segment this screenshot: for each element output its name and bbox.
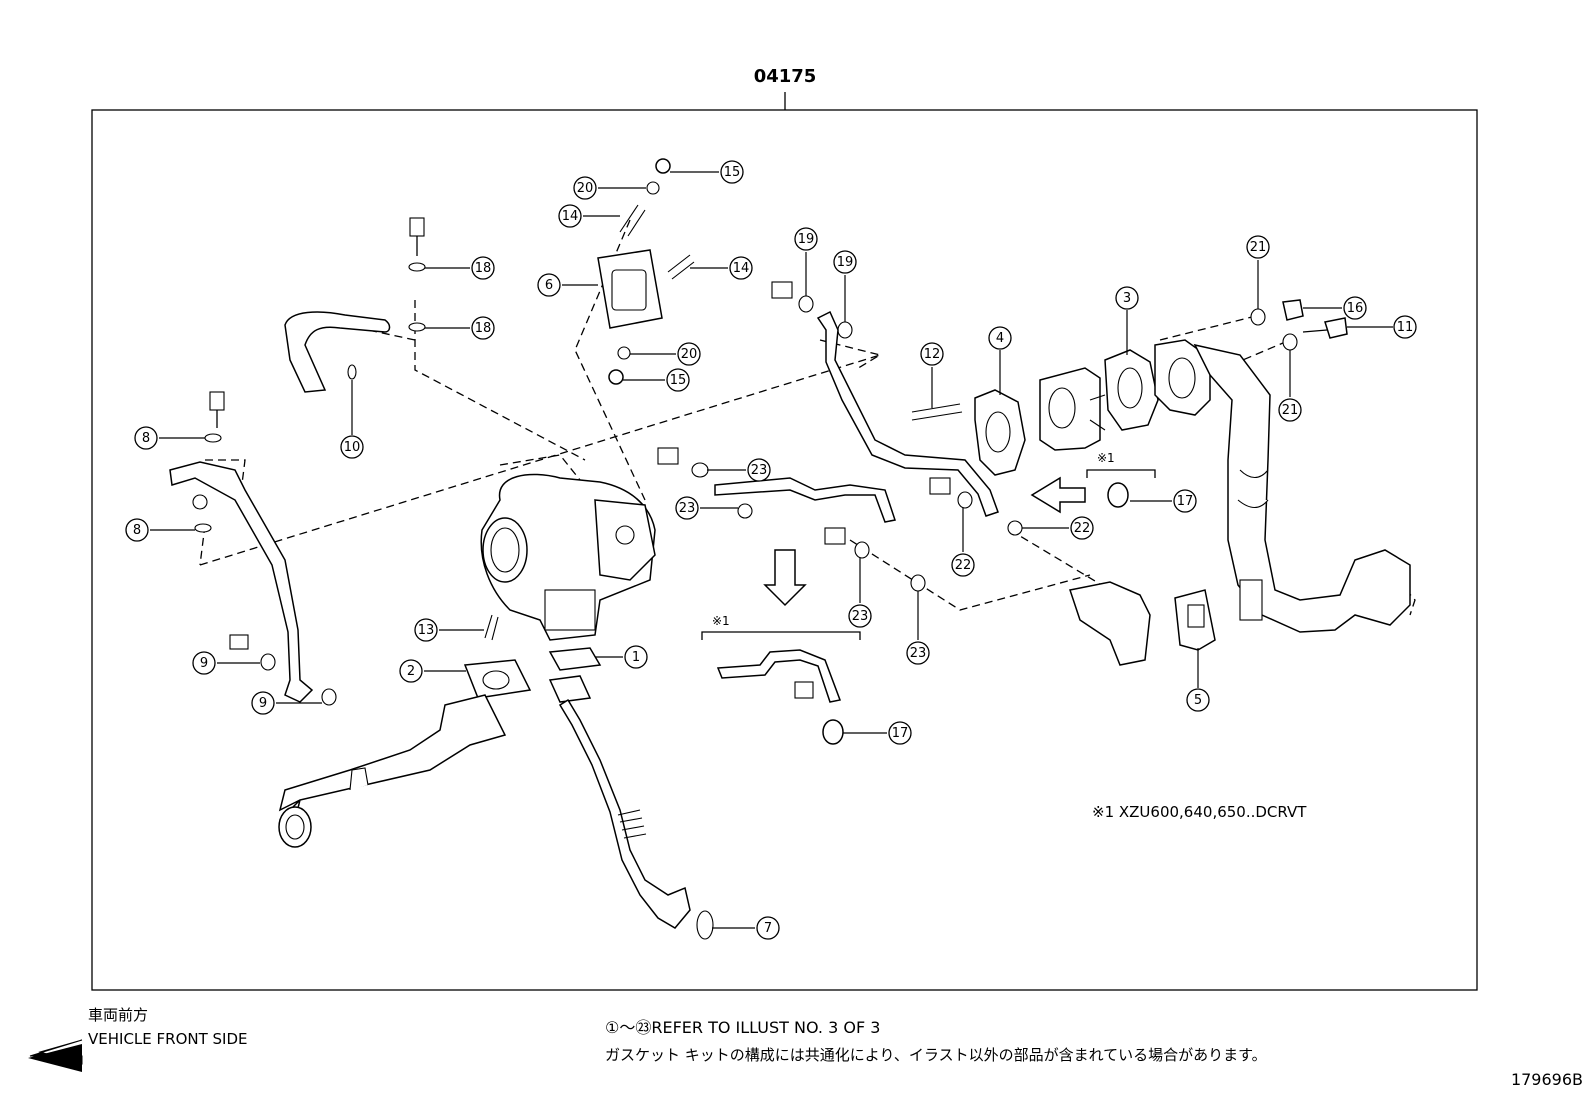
assembly-code: 04175 (754, 66, 817, 87)
water-pipe-center (657, 447, 926, 607)
callout-circle (624, 645, 648, 669)
callout-number: 22 (955, 558, 972, 573)
callout-number: 9 (200, 656, 208, 671)
callout-number: 18 (475, 321, 492, 336)
callout-circle (747, 458, 771, 482)
callout-number: 22 (1074, 521, 1091, 536)
callout-circle (340, 435, 364, 459)
exhaust-pipe-right (1107, 299, 1411, 651)
callout-number: 21 (1250, 240, 1267, 255)
callout-circle (677, 342, 701, 366)
callout-number: 15 (724, 165, 741, 180)
oil-pipe-upper-left (284, 217, 426, 393)
callout-circle (1393, 315, 1417, 339)
callout-number: 8 (142, 431, 150, 446)
turbine-flange-plate (597, 204, 695, 329)
callout-circle (537, 273, 561, 297)
callout-circle (1343, 296, 1367, 320)
callout-number: 6 (545, 278, 553, 293)
callout-number: 10 (344, 440, 361, 455)
callout-number: 23 (910, 646, 927, 661)
leader-lines (150, 171, 1393, 929)
front-side-label-en: VEHICLE FRONT SIDE (88, 1030, 248, 1048)
callout-circle (833, 250, 857, 274)
callout-circle (888, 721, 912, 745)
water-pipe-right (771, 281, 1151, 666)
callout-circle (399, 659, 423, 683)
callout-circle (192, 651, 216, 675)
callout-number: 5 (1194, 693, 1202, 708)
callout-circle (134, 426, 158, 450)
callout-circle (848, 604, 872, 628)
callout-circle (906, 641, 930, 665)
callout-number: 13 (418, 623, 435, 638)
callout-number: 12 (924, 347, 941, 362)
callout-number: 14 (733, 261, 750, 276)
callout-number: 17 (892, 726, 909, 741)
assembly-frame (91, 109, 1478, 991)
callout-circle (471, 316, 495, 340)
callout-number: 21 (1282, 403, 1299, 418)
nuts-washers-upper (608, 158, 671, 385)
callout-number: 19 (798, 232, 815, 247)
callout-number: 11 (1397, 320, 1414, 335)
callout-circle (1173, 489, 1197, 513)
callout-circle (573, 176, 597, 200)
variant-pipe-lower (716, 649, 844, 745)
callout-circle (794, 227, 818, 251)
callout-circle (920, 342, 944, 366)
callout-circle (1278, 398, 1302, 422)
callout-number: 9 (259, 696, 267, 711)
callout-number: 7 (764, 921, 772, 936)
exhaust-brake-unit (911, 349, 1159, 476)
outlet-elbow (278, 614, 532, 848)
arrow-head (28, 1044, 82, 1072)
callout-number: 23 (679, 501, 696, 516)
callout-circle (1115, 286, 1139, 310)
variant-brackets: ※1 ※1 (701, 451, 1156, 640)
callout-circle (720, 160, 744, 184)
callout-number: 20 (577, 181, 594, 196)
callout-number: 3 (1123, 291, 1131, 306)
callout-number: 20 (681, 347, 698, 362)
callout-number: 18 (475, 261, 492, 276)
callout-circle (756, 916, 780, 940)
callout-circle (471, 256, 495, 280)
callout-number: 2 (407, 664, 415, 679)
callout-circle (414, 618, 438, 642)
variant-note: ※1 XZU600,640,650..DCRVT (1092, 803, 1307, 821)
illustration-id: 179696B (1511, 1070, 1583, 1089)
refer-line: ①～㉓REFER TO ILLUST NO. 3 OF 3 (605, 1018, 880, 1037)
oil-drain-pipe (548, 647, 714, 940)
callout-circle (988, 326, 1012, 350)
callout-circle (675, 496, 699, 520)
callout-number: 17 (1177, 494, 1194, 509)
callout-circle (1246, 235, 1270, 259)
variant-mark-b: ※1 (1097, 451, 1115, 465)
callout-group: 1234567889910111213141415151617171818191… (125, 160, 1417, 940)
callout-number: 4 (996, 331, 1004, 346)
callout-circle (1186, 688, 1210, 712)
callout-circle (951, 553, 975, 577)
callout-number: 15 (670, 373, 687, 388)
callout-number: 23 (852, 609, 869, 624)
callout-number: 1 (632, 650, 640, 665)
callout-number: 14 (562, 209, 579, 224)
callout-number: 8 (133, 523, 141, 538)
callout-number: 23 (751, 463, 768, 478)
callout-circle (666, 368, 690, 392)
front-side-label-jp: 車両前方 (88, 1006, 148, 1024)
callout-number: 19 (837, 255, 854, 270)
oil-pipe-left (169, 391, 337, 706)
gasket-kit-note: ガスケット キットの構成には共通化により、イラスト以外の部品が含まれている場合が… (605, 1046, 1267, 1064)
callout-number: 16 (1347, 301, 1364, 316)
callout-circle (251, 691, 275, 715)
callout-circle (558, 204, 582, 228)
variant-mark-a: ※1 (712, 614, 730, 628)
callout-circle (1070, 516, 1094, 540)
callout-circle (729, 256, 753, 280)
callout-circle (125, 518, 149, 542)
turbocharger (480, 473, 656, 641)
